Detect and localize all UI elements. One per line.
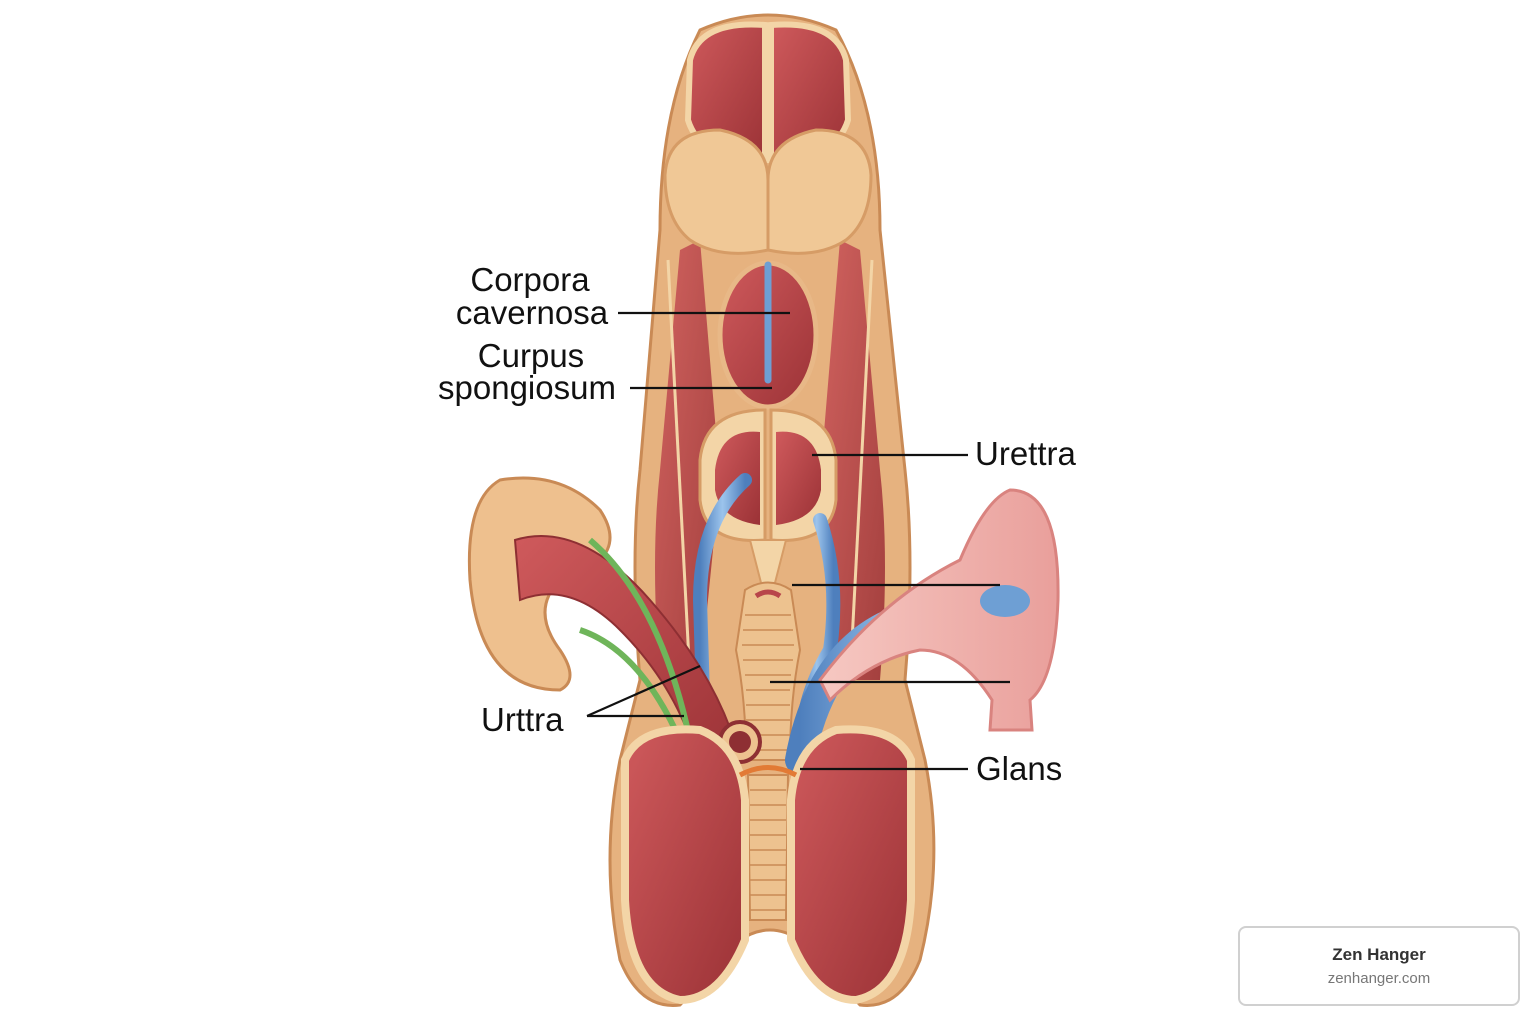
brand-name: Zen Hanger bbox=[1332, 945, 1426, 964]
right-flared-structure bbox=[818, 488, 1060, 732]
label-urttra-text: Urttra bbox=[481, 701, 564, 738]
mid-cross-section bbox=[698, 408, 838, 611]
leader-urttra-a bbox=[586, 664, 701, 718]
glans-top bbox=[663, 21, 873, 365]
label-corpora-line1: Corpora bbox=[470, 261, 590, 298]
label-urttra: Urttra bbox=[481, 664, 701, 738]
ribbed-tube bbox=[734, 581, 802, 921]
label-corpora-cavernosa: Corpora cavernosa bbox=[456, 261, 790, 331]
brand-url: zenhanger.com bbox=[1327, 970, 1431, 987]
label-curpus-line2: spongiosum bbox=[438, 369, 616, 406]
label-corpora-line2: cavernosa bbox=[456, 294, 609, 331]
label-urettra-text: Urettra bbox=[975, 435, 1077, 472]
label-glans: Glans bbox=[800, 750, 1062, 787]
corpora-cavernosa bbox=[717, 260, 819, 410]
label-curpus-line1: Curpus bbox=[478, 337, 584, 374]
label-curpus-spongiosum: Curpus spongiosum bbox=[438, 337, 772, 406]
label-urettra: Urettra bbox=[812, 435, 1077, 472]
label-glans-text: Glans bbox=[976, 750, 1062, 787]
brand-watermark-card: Zen Hanger zenhanger.com bbox=[1238, 926, 1520, 1006]
base-lobes bbox=[621, 725, 915, 1005]
